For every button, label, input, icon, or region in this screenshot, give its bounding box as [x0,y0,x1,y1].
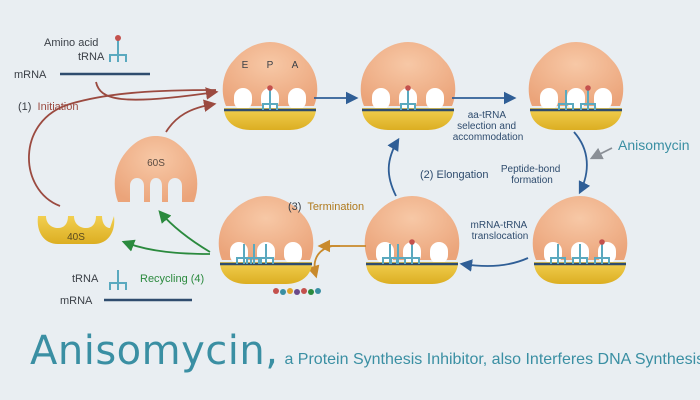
trna-icon [109,35,127,62]
ribosome-translocation-pre [531,194,629,286]
initiation-number: (1) [18,101,31,113]
peptide-line1: Peptide-bond [501,164,561,175]
site-e-label: E [242,60,249,71]
ribosome-translocation-post [363,194,461,286]
initiation-arrow [95,81,219,101]
translocation-label: mRNA-tRNA translocation [471,220,530,242]
trna-bottom-label: tRNA [72,273,99,285]
termination-text: Termination [307,201,364,213]
svg-text:(1) Initiation: (1) Initiation [18,101,79,113]
subunit-40s: 40S [37,216,115,244]
mrna-bottom-label: mRNA [60,295,93,307]
ribosome-peptide [527,40,625,132]
amino-acid-label: Amino acid [44,37,98,49]
termination-arrow [307,245,366,279]
elongation-arrow [387,137,400,197]
caption-title: Anisomycin, [30,328,279,374]
anisomycin-label: Anisomycin [618,137,690,153]
aa-trna-line1: aa-tRNA [468,110,507,121]
site-a-label: A [292,60,299,71]
ribosome-initiation: E P A [221,40,319,132]
peptide-bond-label: Peptide-bond formation [501,164,563,186]
trna-released-icon [109,270,127,290]
recycling-arrow-60s [158,210,211,253]
initiation-inputs: Amino acid tRNA mRNA [14,35,150,81]
termination-number: (3) [288,201,301,213]
initiation-step-label: (1) Initiation [18,101,79,113]
recycling-label: Recycling (4) [140,273,204,285]
flow-arrow-3 [573,131,591,195]
transloc-line1: mRNA-tRNA [471,220,528,231]
flow-arrow-4 [459,257,529,272]
transloc-line2: translocation [472,231,529,242]
peptide-line2: formation [511,175,553,186]
trna-label: tRNA [78,51,105,63]
subunit-60s-label: 60S [147,158,165,169]
initiation-arrow-from-60s [165,99,217,133]
caption: Anisomycin, a Protein Synthesis Inhibitor… [30,328,700,388]
termination-step-label: (3) Termination [288,201,364,213]
aa-trna-line2: selection and [457,121,516,132]
aa-trna-label: aa-tRNA selection and accommodation [453,110,524,143]
mrna-label: mRNA [14,69,47,81]
released-peptide [273,288,321,295]
site-p-label: P [267,60,274,71]
elongation-label: (2) Elongation [420,169,489,181]
caption-subtitle: a Protein Synthesis Inhibitor, also Inte… [284,351,700,368]
subunit-40s-label: 40S [67,232,85,243]
aa-trna-line3: accommodation [453,132,524,143]
initiation-arrow-from-40s [28,89,217,207]
subunit-60s: 60S [114,136,198,202]
ribosome-aa-trna [359,40,457,132]
anisomycin-arrow [589,147,613,160]
recycling-arrow-40s [121,239,211,255]
recycled-components: tRNA Recycling (4) mRNA [60,270,204,307]
